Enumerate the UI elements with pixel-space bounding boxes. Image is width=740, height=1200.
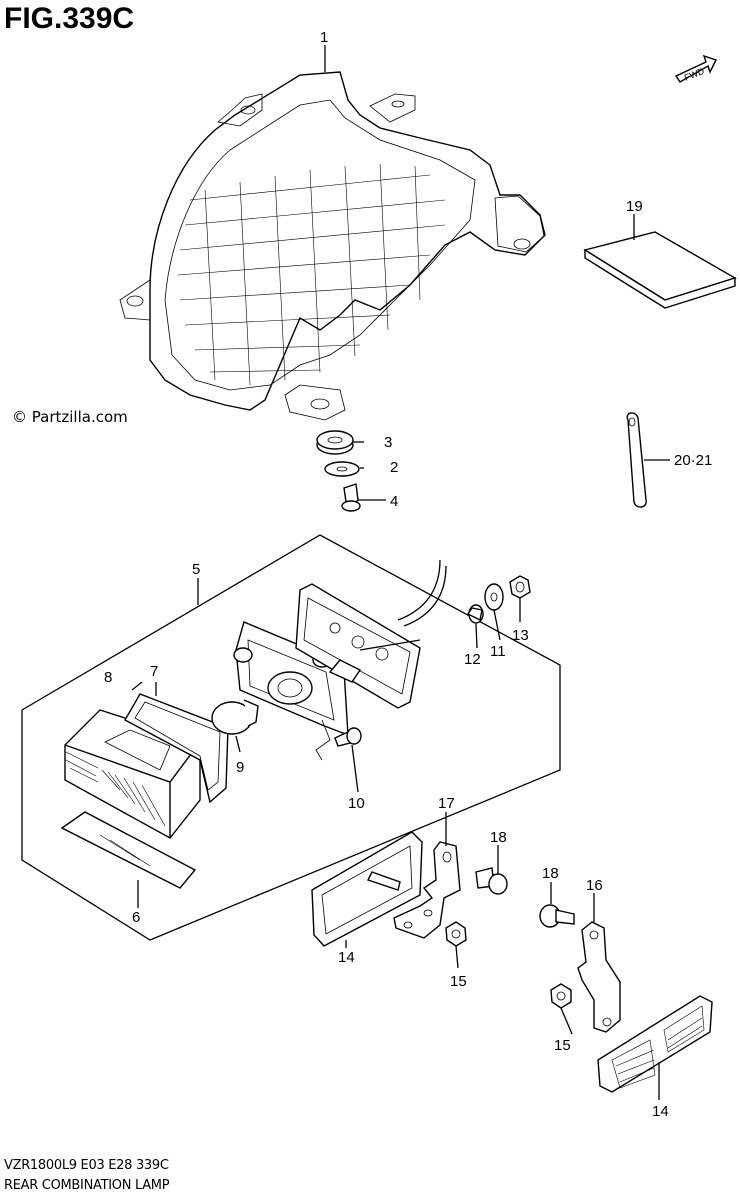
collar[interactable] (466, 604, 484, 624)
lens-gasket[interactable] (124, 693, 229, 804)
reflector-bracket-left[interactable] (367, 841, 461, 939)
callout-10: 10 (348, 795, 365, 812)
callout-5: 5 (192, 561, 200, 578)
callout-3: 3 (384, 434, 392, 451)
callout-18-upper: 18 (490, 829, 507, 846)
callout-15-lower: 15 (554, 1037, 571, 1054)
callout-labels: 1 2 3 4 5 6 7 8 9 10 11 12 13 14 14 15 1… (104, 29, 712, 1120)
callout-18-lower: 18 (542, 865, 559, 882)
callout-12: 12 (464, 651, 481, 668)
callout-15-upper: 15 (450, 973, 467, 990)
callout-14-left: 14 (338, 949, 355, 966)
callout-11: 11 (490, 643, 506, 660)
callout-16: 16 (586, 877, 603, 894)
callout-20-21: 20·21 (674, 452, 712, 469)
callout-6: 6 (132, 909, 140, 926)
assembly-name: REAR COMBINATION LAMP (4, 1178, 170, 1193)
callout-4: 4 (390, 493, 398, 510)
bracket-nut-upper[interactable] (445, 921, 467, 947)
assembly-outline (21, 534, 561, 941)
callout-17: 17 (438, 795, 455, 812)
washer[interactable] (324, 461, 360, 477)
bulb[interactable] (211, 699, 259, 735)
socket-screw[interactable] (334, 727, 362, 747)
copyright-text: © Partzilla.com (12, 408, 128, 426)
callout-7: 7 (150, 663, 158, 680)
hex-nut[interactable] (509, 575, 531, 599)
fwd-arrow-icon: FWD (674, 54, 717, 83)
bracket-bolt-lower[interactable] (539, 904, 575, 928)
figure-title: FIG.339C (4, 2, 135, 35)
callout-14-right: 14 (652, 1103, 669, 1120)
screw[interactable] (341, 483, 361, 512)
flat-washer[interactable] (484, 583, 504, 611)
leader-lines (131, 45, 670, 1100)
callout-13: 13 (512, 627, 529, 644)
tail-lamp-housing[interactable] (119, 71, 546, 421)
reflector-bracket-right[interactable] (577, 921, 621, 1033)
callout-8: 8 (104, 669, 112, 686)
side-reflector-right[interactable] (597, 995, 713, 1093)
side-reflector-left[interactable] (311, 831, 423, 947)
bracket-nut-lower[interactable] (550, 983, 572, 1009)
model-code: VZR1800L9 E03 E28 339C (4, 1158, 169, 1173)
bracket-bolt-upper[interactable] (475, 867, 508, 895)
callout-19: 19 (626, 198, 643, 215)
license-lens-plate[interactable] (60, 811, 197, 889)
fwd-label: FWD (683, 66, 706, 83)
wiring-strap[interactable] (626, 412, 647, 508)
callout-1: 1 (320, 29, 328, 46)
grommet[interactable] (316, 430, 354, 455)
callout-2: 2 (390, 459, 398, 476)
socket-gasket[interactable] (295, 559, 447, 709)
reflector-pad[interactable] (583, 231, 737, 309)
callout-9: 9 (236, 759, 244, 776)
